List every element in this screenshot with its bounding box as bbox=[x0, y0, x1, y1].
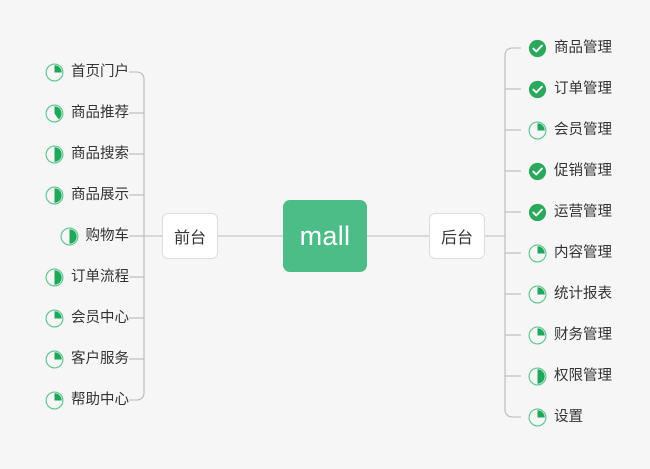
pie-40-icon bbox=[45, 104, 64, 123]
leaf-item-label: 商品搜索 bbox=[71, 145, 129, 162]
leaf-item-label: 促销管理 bbox=[554, 162, 612, 179]
check-circle-icon bbox=[528, 39, 547, 58]
leaf-item-label: 帮助中心 bbox=[71, 391, 129, 408]
leaf-item-label: 客户服务 bbox=[71, 350, 129, 367]
leaf-item-right-4[interactable]: 运营管理 bbox=[528, 200, 612, 224]
pie-25-icon bbox=[45, 309, 64, 328]
leaf-item-left-4[interactable]: 购物车 bbox=[60, 224, 130, 248]
pie-50-icon bbox=[45, 186, 64, 205]
center-node-mall[interactable]: mall bbox=[283, 200, 367, 272]
leaf-item-label: 权限管理 bbox=[554, 367, 612, 384]
leaf-item-left-2[interactable]: 商品搜索 bbox=[45, 142, 129, 166]
leaf-item-right-8[interactable]: 权限管理 bbox=[528, 364, 612, 388]
leaf-item-right-3[interactable]: 促销管理 bbox=[528, 159, 612, 183]
leaf-item-right-5[interactable]: 内容管理 bbox=[528, 241, 612, 265]
pie-25-icon bbox=[528, 326, 547, 345]
pie-25-icon bbox=[45, 63, 64, 82]
leaf-item-left-7[interactable]: 客户服务 bbox=[45, 347, 129, 371]
leaf-item-label: 设置 bbox=[554, 408, 583, 425]
leaf-item-right-1[interactable]: 订单管理 bbox=[528, 77, 612, 101]
pie-50-icon bbox=[45, 145, 64, 164]
branch-node-frontend[interactable]: 前台 bbox=[162, 213, 218, 259]
leaf-item-label: 内容管理 bbox=[554, 244, 612, 261]
leaf-item-right-6[interactable]: 统计报表 bbox=[528, 282, 612, 306]
check-circle-icon bbox=[528, 203, 547, 222]
leaf-item-left-3[interactable]: 商品展示 bbox=[45, 183, 129, 207]
leaf-item-left-8[interactable]: 帮助中心 bbox=[45, 388, 129, 412]
leaf-item-label: 会员管理 bbox=[554, 121, 612, 138]
leaf-item-label: 商品展示 bbox=[71, 186, 129, 203]
leaf-item-label: 会员中心 bbox=[71, 309, 129, 326]
leaf-item-label: 商品推荐 bbox=[71, 104, 129, 121]
pie-25-icon bbox=[528, 408, 547, 427]
branch-node-backend[interactable]: 后台 bbox=[429, 213, 485, 259]
pie-50-icon bbox=[528, 367, 547, 386]
leaf-item-left-5[interactable]: 订单流程 bbox=[45, 265, 129, 289]
check-circle-icon bbox=[528, 80, 547, 99]
leaf-item-label: 统计报表 bbox=[554, 285, 612, 302]
leaf-item-label: 订单流程 bbox=[71, 268, 129, 285]
pie-25-icon bbox=[528, 244, 547, 263]
leaf-item-left-1[interactable]: 商品推荐 bbox=[45, 101, 129, 125]
leaf-item-label: 购物车 bbox=[85, 227, 130, 244]
leaf-item-label: 商品管理 bbox=[554, 39, 612, 56]
leaf-item-right-2[interactable]: 会员管理 bbox=[528, 118, 612, 142]
pie-25-icon bbox=[528, 121, 547, 140]
leaf-item-label: 订单管理 bbox=[554, 80, 612, 97]
leaf-item-label: 财务管理 bbox=[554, 326, 612, 343]
leaf-item-right-7[interactable]: 财务管理 bbox=[528, 323, 612, 347]
leaf-item-right-0[interactable]: 商品管理 bbox=[528, 36, 612, 60]
leaf-item-label: 首页门户 bbox=[71, 63, 129, 80]
leaf-item-left-6[interactable]: 会员中心 bbox=[45, 306, 129, 330]
pie-25-icon bbox=[45, 391, 64, 410]
pie-25-icon bbox=[45, 350, 64, 369]
pie-50-icon bbox=[45, 268, 64, 287]
leaf-item-label: 运营管理 bbox=[554, 203, 612, 220]
leaf-item-right-9[interactable]: 设置 bbox=[528, 405, 583, 429]
leaf-item-left-0[interactable]: 首页门户 bbox=[45, 60, 129, 84]
pie-25-icon bbox=[528, 285, 547, 304]
pie-50-icon bbox=[60, 227, 79, 246]
check-circle-icon bbox=[528, 162, 547, 181]
